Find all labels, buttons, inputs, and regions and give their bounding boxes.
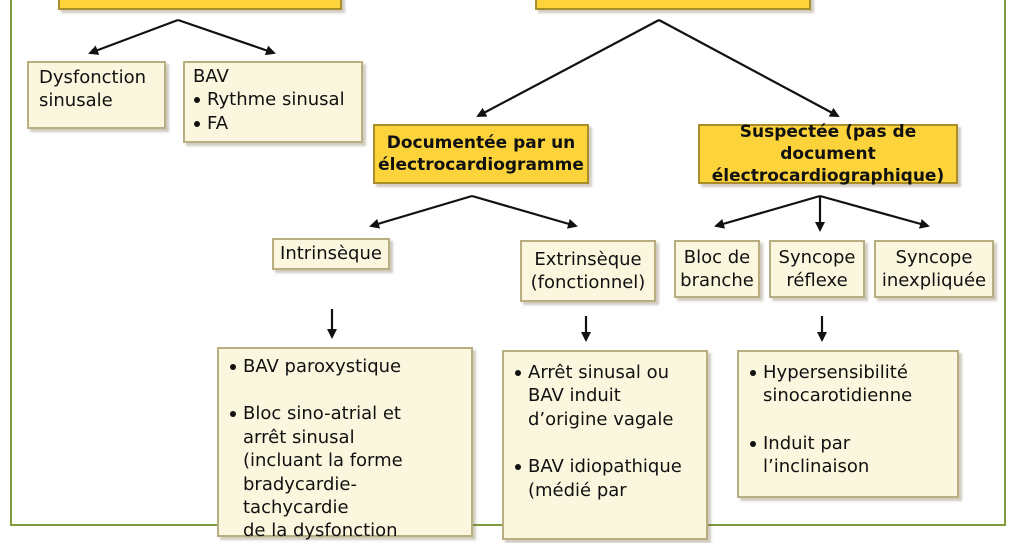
intrinseque-box: Intrinsèque xyxy=(272,238,390,270)
bav-item: Rythme sinusal xyxy=(193,88,353,111)
intrinseque-list-item: BAV paroxystique xyxy=(229,355,461,378)
suspectee-text: Suspectée (pas de document électrocardio… xyxy=(711,121,945,187)
arrow-to-bloc-branche xyxy=(714,194,821,229)
suspectee-box: Suspectée (pas de document électrocardio… xyxy=(698,121,958,187)
extrinseque-list: Arrêt sinusal ou BAV induit d’origine va… xyxy=(514,361,696,502)
reflexe-list-item: Induit par l’inclinaison xyxy=(749,432,947,479)
intrinseque-list-item: Bloc sino-atrial et arrêt sinusal (inclu… xyxy=(229,402,461,542)
arrow-to-intrinseque xyxy=(369,194,473,229)
bav-item: FA xyxy=(193,112,353,135)
top-left-header-box xyxy=(58,0,342,10)
bav-list: Rythme sinusal FA xyxy=(193,88,353,135)
connector-arrows xyxy=(88,18,930,342)
bav-title: BAV xyxy=(193,66,229,87)
arrow-to-suspectee xyxy=(658,19,840,117)
intrinseque-list: BAV paroxystique Bloc sino-atrial et arr… xyxy=(229,355,461,543)
reflexe-list-box: Hypersensibilité sinocarotidienne Induit… xyxy=(737,350,959,498)
syncope-reflexe-box: Syncope réflexe xyxy=(769,240,865,298)
arrow-to-syncope-inexpliquee xyxy=(819,194,930,229)
extrinseque-box: Extrinsèque (fonctionnel) xyxy=(520,240,656,302)
arrow-to-bav xyxy=(177,18,276,56)
extrinseque-list-item: BAV idiopathique (médié par xyxy=(514,455,696,502)
dysfonction-sinusale-box: Dysfonction sinusale xyxy=(27,61,166,129)
bloc-branche-text: Bloc de branche xyxy=(680,246,754,291)
extrinseque-list-box: Arrêt sinusal ou BAV induit d’origine va… xyxy=(502,350,708,540)
intrinseque-list-box: BAV paroxystique Bloc sino-atrial et arr… xyxy=(217,347,473,541)
bav-box: BAV Rythme sinusal FA xyxy=(183,61,363,143)
extrinseque-text: Extrinsèque (fonctionnel) xyxy=(530,248,646,293)
arrow-to-documentee xyxy=(476,19,660,117)
arrow-to-extrinseque xyxy=(471,194,578,229)
syncope-inexpliquee-text: Syncope inexpliquée xyxy=(881,246,987,291)
syncope-inexpliquee-box: Syncope inexpliquée xyxy=(874,240,994,298)
documentee-text: Documentée par un électrocardiogramme xyxy=(378,132,584,175)
syncope-reflexe-text: Syncope réflexe xyxy=(778,246,856,291)
reflexe-list-item: Hypersensibilité sinocarotidienne xyxy=(749,361,947,408)
arrow-to-dysfonction xyxy=(88,18,179,55)
top-right-header-box xyxy=(535,0,811,10)
intrinseque-text: Intrinsèque xyxy=(280,243,382,265)
reflexe-list: Hypersensibilité sinocarotidienne Induit… xyxy=(749,361,947,479)
extrinseque-list-item: Arrêt sinusal ou BAV induit d’origine va… xyxy=(514,361,696,431)
dysfonction-sinusale-text: Dysfonction sinusale xyxy=(39,67,147,112)
documentee-box: Documentée par un électrocardiogramme xyxy=(373,124,589,184)
bloc-branche-box: Bloc de branche xyxy=(674,240,760,298)
